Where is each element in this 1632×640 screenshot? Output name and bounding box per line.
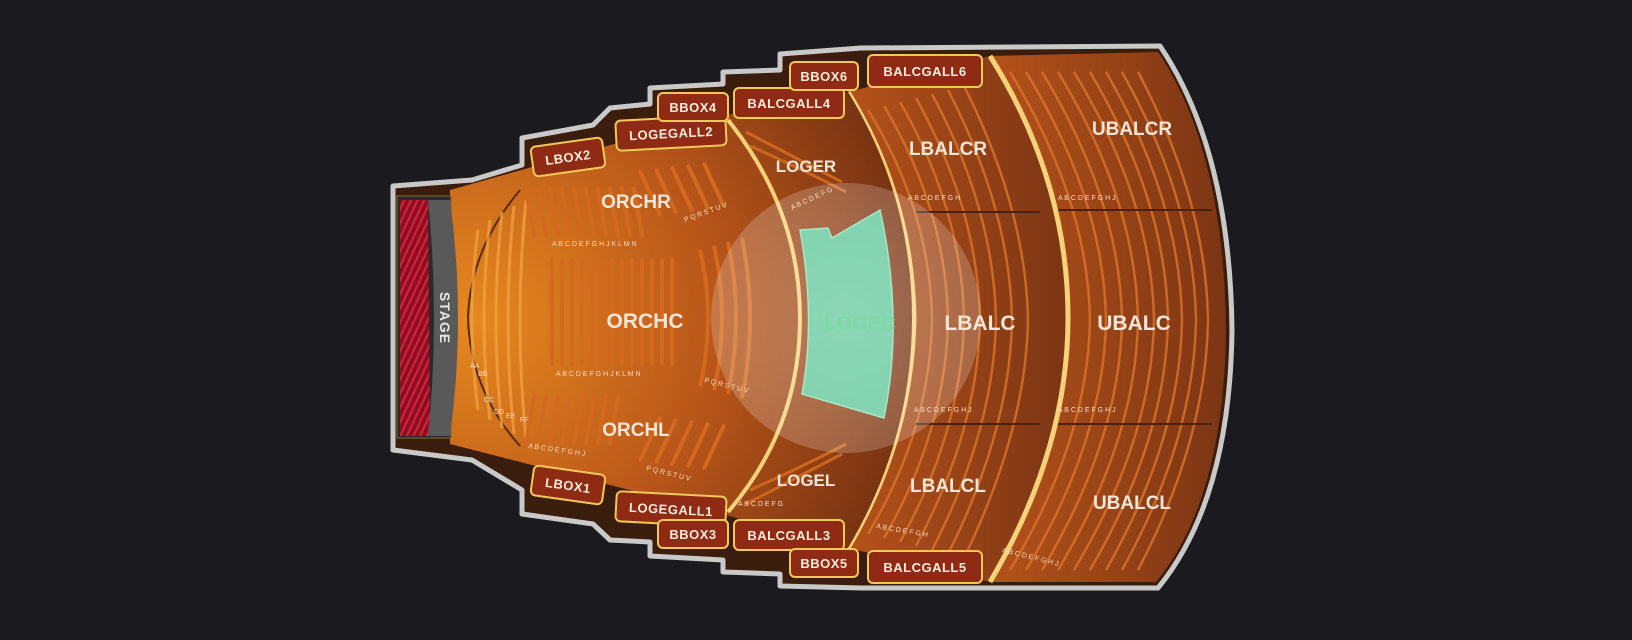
box-bbox5-label: BBOX5	[800, 556, 847, 571]
section-logec-label: LOGEC	[824, 313, 895, 335]
stage-label: STAGE	[437, 292, 453, 344]
box-balcgall5[interactable]	[867, 550, 983, 584]
row-label: A B C D E F G	[738, 501, 783, 508]
box-logegall1-label: LOGEGALL1	[629, 500, 714, 519]
row-label: A B C D E F G H	[908, 195, 960, 202]
row-label: CC	[484, 397, 494, 404]
ubalc-rows	[1008, 71, 1210, 571]
section-lbalcr-label: LBALCR	[909, 139, 987, 160]
box-balcgall6[interactable]	[867, 54, 983, 88]
section-loger-label: LOGER	[776, 157, 836, 176]
section-lbalcl-label: LBALCL	[910, 476, 986, 497]
box-bbox3[interactable]	[657, 519, 729, 549]
section-ubalc-label: UBALC	[1097, 312, 1171, 335]
stage-curtain	[400, 200, 430, 436]
section-lbalc-label: LBALC	[944, 312, 1015, 335]
section-ubalcr-label: UBALCR	[1092, 119, 1172, 140]
box-bbox4-label: BBOX4	[669, 100, 717, 115]
boxes	[529, 54, 983, 584]
section-orchl-label: ORCHL	[602, 420, 670, 441]
row-label: A B C D E F G H J	[1058, 195, 1116, 202]
orchl-rows	[523, 394, 726, 470]
box-balcgall4[interactable]	[733, 87, 845, 119]
box-lbox1[interactable]	[529, 464, 607, 506]
box-logegall2-label: LOGEGALL2	[629, 124, 714, 143]
box-balcgall4-label: BALCGALL4	[747, 96, 830, 111]
ubalc-rail	[987, 54, 1071, 584]
row-label: EE	[506, 413, 516, 420]
orchr-rows	[523, 162, 726, 238]
box-bbox3-label: BBOX3	[669, 527, 716, 542]
box-lbox2-label: LBOX2	[544, 147, 591, 168]
selection-glow	[711, 183, 981, 453]
box-lbox2[interactable]	[529, 136, 607, 178]
pit-rows	[470, 199, 528, 441]
row-label: A B C D E F G H J K L M N	[552, 241, 637, 248]
box-lbox1-label: LBOX1	[544, 475, 591, 496]
row-label: A B C D E F G H J	[914, 407, 972, 414]
section-logel-label: LOGEL	[777, 471, 836, 490]
box-bbox5[interactable]	[789, 548, 859, 578]
section-orchc-label: ORCHC	[607, 310, 684, 333]
box-balcgall5-label: BALCGALL5	[883, 560, 966, 575]
row-label: A B C D E F G H J K L M N	[556, 371, 641, 378]
row-label: A B C D E F G H J	[1058, 407, 1116, 414]
box-bbox6-label: BBOX6	[800, 69, 847, 84]
orchc-rows	[550, 258, 674, 366]
box-bbox4[interactable]	[657, 92, 729, 122]
section-orchr-label: ORCHR	[601, 192, 671, 213]
section-ubalcl-label: UBALCL	[1093, 493, 1171, 514]
row-label: DD	[494, 409, 504, 416]
stage-apron	[428, 200, 458, 436]
row-label: BB	[478, 371, 488, 378]
box-balcgall6-label: BALCGALL6	[883, 64, 966, 79]
row-label: FF	[520, 417, 529, 424]
box-bbox6[interactable]	[789, 61, 859, 91]
row-label: AA	[470, 363, 480, 370]
box-balcgall3[interactable]	[733, 519, 845, 551]
box-balcgall3-label: BALCGALL3	[747, 528, 830, 543]
